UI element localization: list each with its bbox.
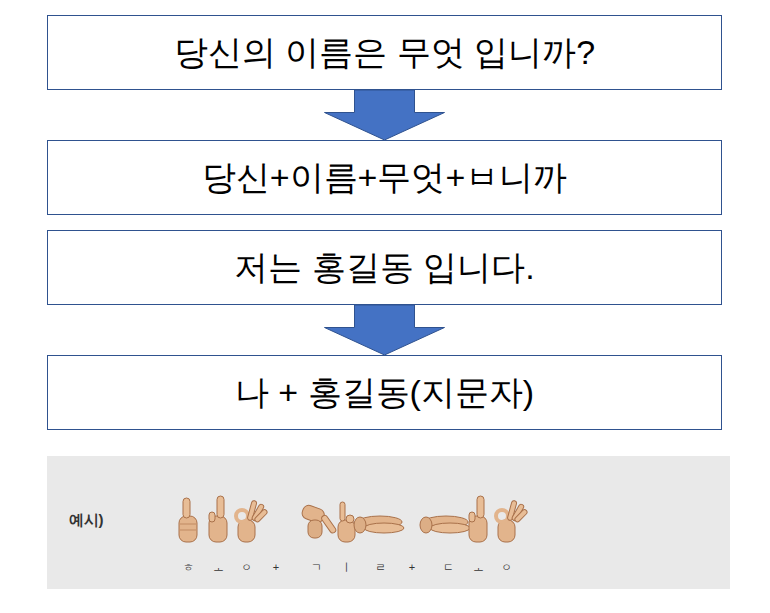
box-text: 저는 홍길동 입니다.	[234, 247, 534, 288]
jamo-label: ㄱ	[311, 561, 322, 573]
jamo-label: ㅎ	[183, 561, 194, 573]
jamo-label: ㅇ	[501, 561, 512, 573]
process-box: 당신+이름+무엇+ㅂ니까	[47, 140, 722, 215]
block-arrow	[325, 90, 445, 140]
process-box: 나 + 홍길동(지문자)	[47, 355, 722, 430]
box-text: 당신+이름+무엇+ㅂ니까	[202, 157, 568, 198]
jamo-label: ㅗ	[473, 561, 484, 573]
example-band	[47, 456, 730, 589]
box-text: 당신의 이름은 무엇 입니까?	[174, 32, 595, 73]
box-text: 나 + 홍길동(지문자)	[235, 372, 534, 413]
jamo-label: ㅣ	[341, 561, 352, 573]
jamo-label: ㄷ	[443, 561, 454, 573]
jamo-label: ㅗ	[213, 561, 224, 573]
process-box: 저는 홍길동 입니다.	[47, 230, 722, 305]
block-arrow	[325, 305, 445, 355]
process-box: 당신의 이름은 무엇 입니까?	[47, 15, 722, 90]
jamo-label: +	[409, 561, 415, 573]
jamo-label: ㄹ	[375, 561, 386, 573]
example-label: 예시)	[69, 512, 104, 529]
jamo-label: +	[273, 561, 279, 573]
jamo-label: ㅇ	[241, 561, 252, 573]
